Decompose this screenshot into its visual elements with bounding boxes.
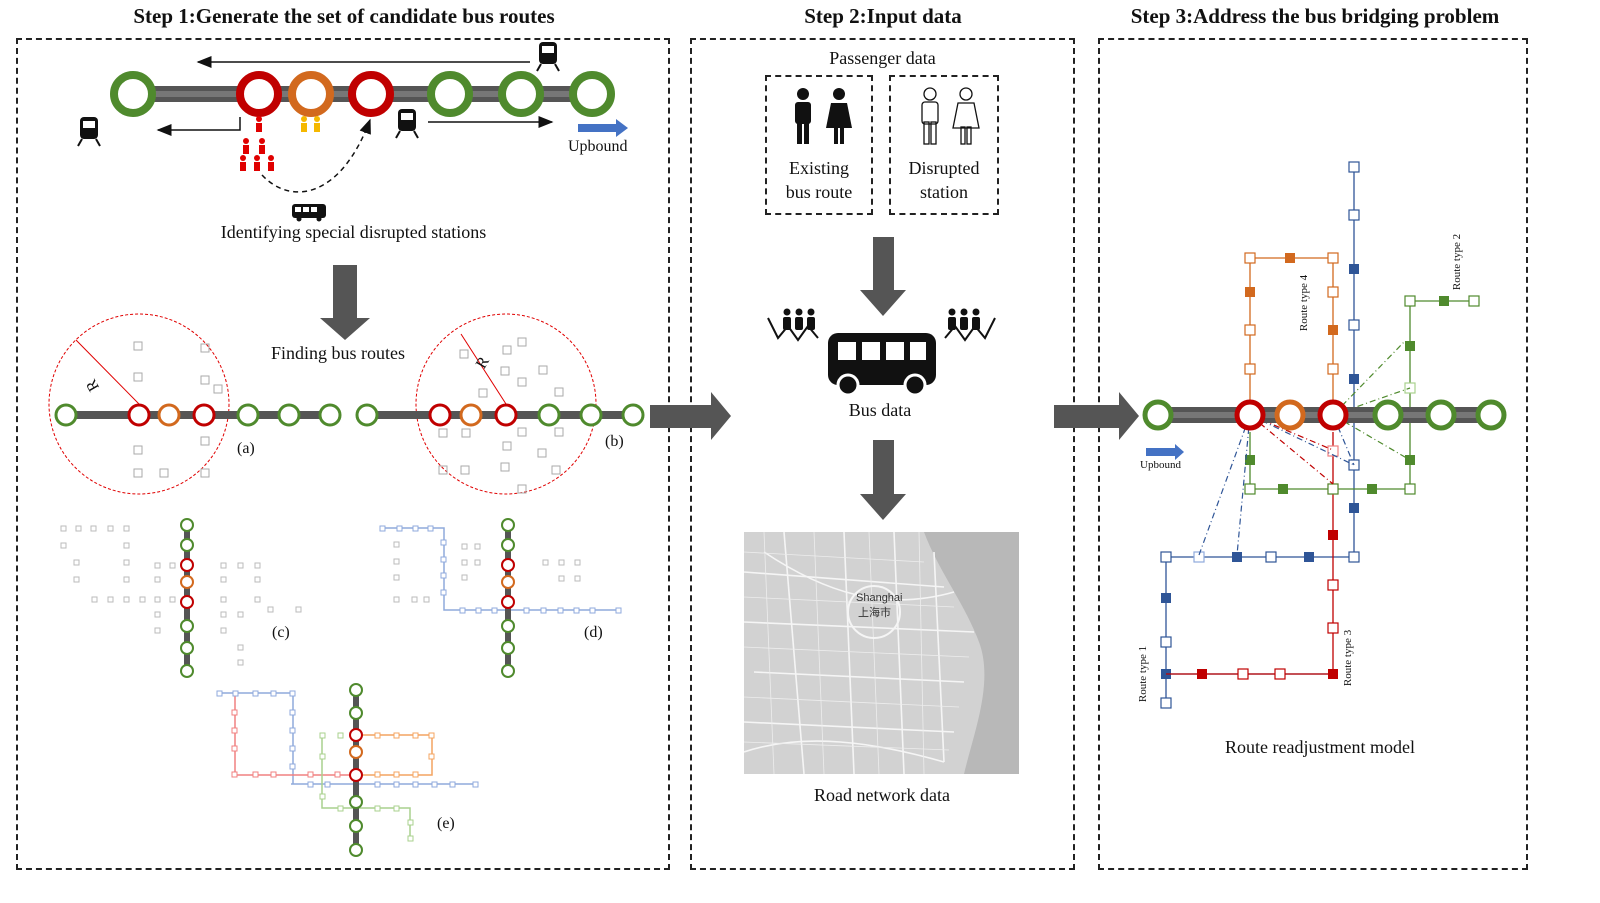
next-step-arrow-icon	[650, 392, 731, 440]
identifying-label: Identifying special disrupted stations	[220, 222, 487, 242]
step3-title: Step 3:Address the bus bridging problem	[1130, 4, 1500, 28]
train-icon	[395, 109, 419, 139]
sub-label-a: (a)	[237, 440, 255, 457]
step3-metro-line	[1142, 399, 1507, 431]
station-disrupted	[348, 71, 394, 117]
existing-bus-route-box	[765, 75, 873, 215]
finding-label: Finding bus routes	[270, 343, 405, 363]
person-outline-icon	[921, 87, 980, 145]
connector-lines	[1198, 340, 1411, 556]
existing-label-1: Existing	[788, 158, 849, 178]
route-type-4-label: Route type 4	[1298, 274, 1311, 332]
step3-upbound-label: Upbound	[1140, 459, 1181, 471]
step2-title: Step 2:Input data	[804, 4, 962, 28]
sub-figure-c	[60, 518, 302, 678]
sub-figure-d	[379, 518, 622, 678]
station-normal	[498, 71, 544, 117]
bus-icon	[828, 333, 936, 397]
station-normal	[569, 71, 615, 117]
route-type-3-label: Route type 3	[1342, 629, 1355, 687]
step1-metro-line	[110, 71, 615, 117]
train-icon	[536, 42, 560, 72]
route-type-4	[1244, 252, 1339, 405]
sub-figure-e	[216, 683, 479, 857]
down-arrow-icon	[320, 265, 370, 340]
person-filled-icon	[795, 88, 852, 144]
bus-data-label: Bus data	[848, 400, 912, 420]
route-readjustment-label: Route readjustment model	[1225, 737, 1415, 757]
route-type-3	[1166, 432, 1339, 680]
station-normal	[110, 71, 156, 117]
map-city-label-cn: 上海市	[858, 606, 891, 619]
sub-label-b: (b)	[605, 433, 624, 450]
passenger-group-icon	[301, 116, 320, 132]
passenger-flow-icon	[767, 308, 819, 342]
upbound-arrow-icon	[578, 119, 628, 137]
step2-panel	[690, 38, 1075, 870]
route-type-1-label: Route type 1	[1137, 645, 1150, 703]
station-normal	[427, 71, 473, 117]
disrupted-label-2: station	[920, 182, 968, 202]
existing-label-2: bus route	[785, 182, 853, 202]
map-roads	[744, 532, 1019, 774]
step1-panel	[16, 38, 670, 870]
station-disrupted	[236, 71, 282, 117]
station-special	[288, 71, 334, 117]
sub-figure-a	[48, 313, 342, 495]
passenger-group-icon	[240, 116, 274, 171]
route-type-2	[1244, 295, 1480, 495]
sub-label-d: (d)	[584, 624, 603, 641]
route-type-2-label: Route type 2	[1451, 233, 1464, 291]
road-network-map: Shanghai 上海市	[744, 532, 1019, 774]
passenger-flow-icon	[944, 308, 996, 342]
disrupted-station-box	[889, 75, 999, 215]
road-network-label: Road network data	[814, 785, 950, 805]
passenger-data-label: Passenger data	[829, 48, 936, 68]
next-step-arrow-icon	[1054, 392, 1139, 440]
map-city-label: Shanghai	[856, 592, 903, 604]
train-icon	[77, 117, 101, 147]
upbound-arrow-icon	[1146, 444, 1184, 460]
sub-figure-b	[355, 313, 645, 495]
upbound-label: Upbound	[568, 138, 628, 155]
step1-title: Step 1:Generate the set of candidate bus…	[133, 4, 555, 28]
step3-panel	[1098, 38, 1528, 870]
disrupted-label-1: Disrupted	[908, 158, 980, 178]
down-arrow-icon	[860, 237, 906, 316]
bus-icon	[292, 204, 326, 222]
down-arrow-icon	[860, 440, 906, 520]
sub-label-e: (e)	[437, 815, 455, 832]
sub-label-c: (c)	[272, 624, 290, 641]
